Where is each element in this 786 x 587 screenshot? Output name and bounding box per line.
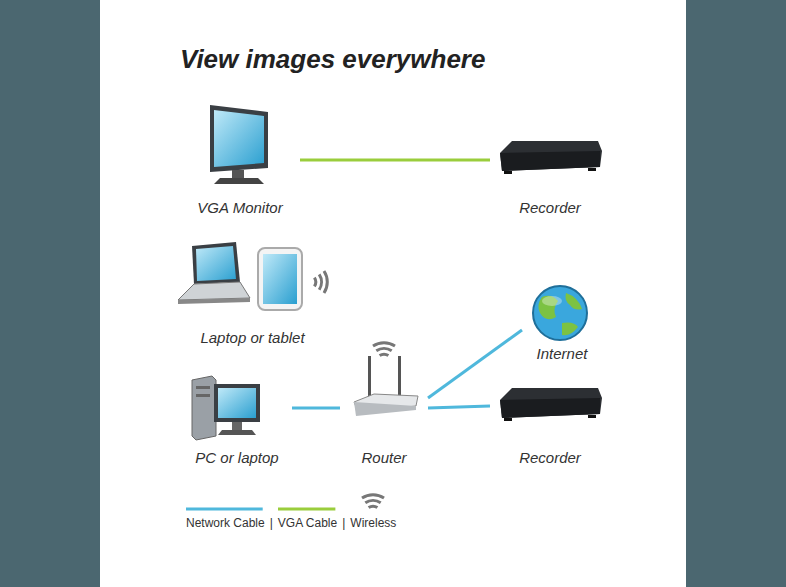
drawing-part xyxy=(263,254,297,304)
drawing-part xyxy=(218,388,256,418)
drawing-part xyxy=(504,418,512,421)
legend-sample xyxy=(350,494,396,512)
drawing-part xyxy=(398,356,401,398)
drawing-part xyxy=(210,105,268,172)
drawing-part xyxy=(178,282,250,300)
device-caption: Laptop or tablet xyxy=(170,329,335,346)
legend-text: VGA Cable xyxy=(278,516,337,530)
drawing-part xyxy=(232,422,242,430)
device-caption: Internet xyxy=(522,345,602,362)
drawing-part xyxy=(373,343,395,346)
device-icon xyxy=(180,100,300,196)
drawing-part xyxy=(324,271,327,293)
drawing-part xyxy=(319,274,321,289)
device-icon xyxy=(340,336,428,446)
drawing-part xyxy=(196,394,210,397)
device-icon xyxy=(182,372,292,446)
cable-line xyxy=(428,330,522,398)
drawing-part xyxy=(218,430,256,435)
legend-item: VGA Cable xyxy=(278,516,337,530)
drawing-part xyxy=(192,376,216,440)
legend-item: Network Cable xyxy=(186,516,265,530)
drawing-part xyxy=(500,398,600,418)
drawing-part xyxy=(504,171,512,174)
device-icon xyxy=(490,380,610,446)
drawing-part xyxy=(186,508,263,511)
drawing-part xyxy=(542,296,562,306)
drawing-part xyxy=(500,151,600,171)
legend-separator: | xyxy=(342,516,345,530)
device-caption: Recorder xyxy=(490,449,610,466)
drawing-part xyxy=(232,170,244,178)
device-node: PC or laptop xyxy=(182,372,292,468)
drawing-part xyxy=(258,248,302,310)
device-node: Router xyxy=(340,336,428,468)
drawing-part xyxy=(196,246,236,281)
drawing-part xyxy=(366,500,381,502)
drawing-part xyxy=(278,508,335,511)
drawing-part xyxy=(368,356,371,398)
drawing-part xyxy=(192,242,240,284)
drawing-part xyxy=(214,178,264,184)
legend-text: Wireless xyxy=(350,516,396,530)
drawing-part xyxy=(196,386,210,389)
legend-text: Network Cable xyxy=(186,516,265,530)
drawing-part xyxy=(314,278,315,287)
drawing-part xyxy=(566,293,583,310)
device-caption: PC or laptop xyxy=(182,449,292,466)
drawing-part xyxy=(214,110,264,167)
device-node: Internet xyxy=(522,283,602,364)
drawing-part xyxy=(380,354,389,355)
drawing-part xyxy=(533,286,587,340)
drawing-part xyxy=(369,506,378,507)
device-caption: VGA Monitor xyxy=(180,199,300,216)
drawing-part xyxy=(354,402,416,416)
legend-sample xyxy=(278,500,337,514)
legend: Network Cable | VGA Cable | Wireless xyxy=(186,516,396,530)
device-caption: Recorder xyxy=(490,199,610,216)
legend-sample xyxy=(186,500,265,514)
device-node: Recorder xyxy=(490,135,610,218)
drawing-part xyxy=(500,141,602,171)
legend-separator: | xyxy=(270,516,273,530)
device-caption: Router xyxy=(340,449,428,466)
drawing-part xyxy=(376,348,391,350)
title: View images everywhere xyxy=(180,44,485,75)
cable-line xyxy=(428,406,490,408)
drawing-part xyxy=(214,384,260,422)
device-icon xyxy=(522,283,602,342)
drawing-part xyxy=(588,168,596,171)
drawing-part xyxy=(500,388,602,418)
drawing-part xyxy=(178,298,250,304)
drawing-part xyxy=(362,495,384,498)
legend-item: Wireless xyxy=(350,516,396,530)
drawing-part xyxy=(562,323,578,336)
device-node: Recorder xyxy=(490,380,610,468)
device-node: VGA Monitor xyxy=(180,100,300,218)
device-node: Laptop or tablet xyxy=(170,238,335,348)
device-icon xyxy=(170,238,335,326)
cable-line xyxy=(300,159,490,162)
cable-line xyxy=(292,407,340,410)
device-icon xyxy=(490,135,610,196)
drawing-part xyxy=(588,415,596,418)
